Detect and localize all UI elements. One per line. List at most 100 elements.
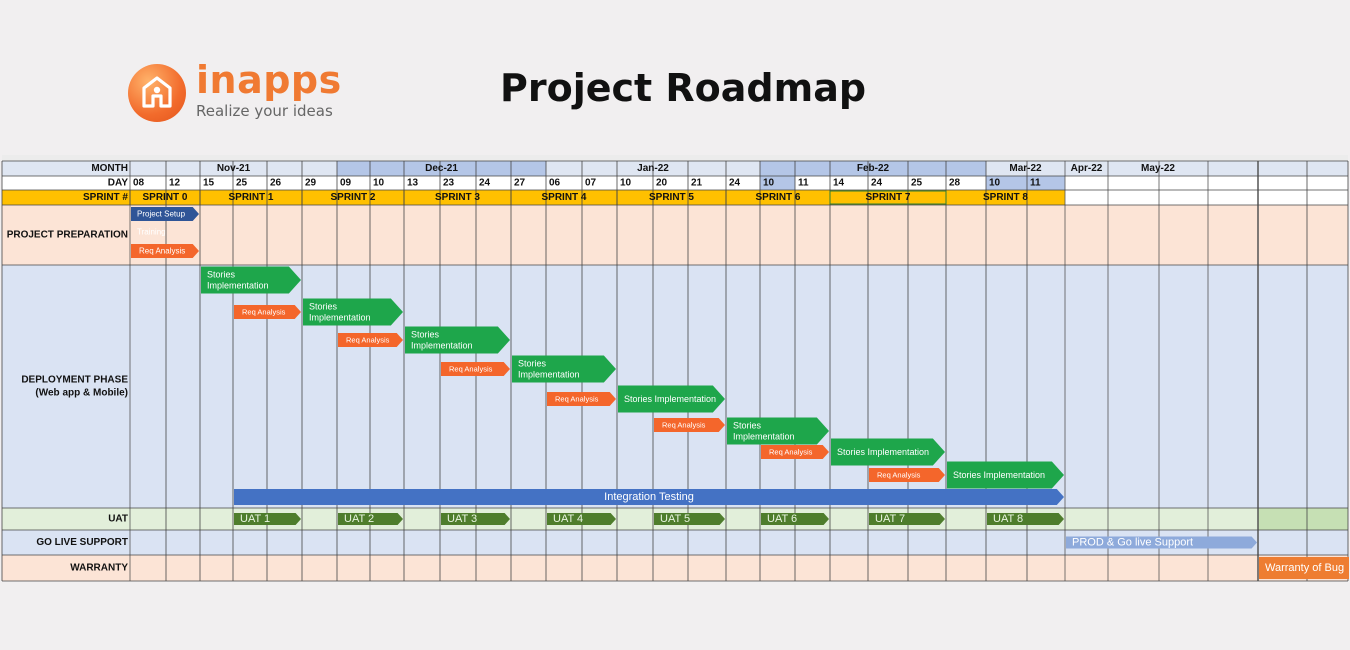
task-label-uat: UAT 5 (660, 513, 690, 525)
task-label-story: Stories (733, 421, 762, 431)
sprint-label: SPRINT 1 (228, 192, 273, 203)
uat-tail (1258, 508, 1348, 530)
task-label-req: Req Analysis (346, 336, 390, 345)
day-label: 10 (620, 178, 632, 189)
day-label: 23 (443, 178, 455, 189)
day-label: 27 (514, 178, 526, 189)
phase-label-warranty: WARRANTY (70, 563, 128, 574)
sprint-label: SPRINT 8 (983, 192, 1028, 203)
phase-label-golive: GO LIVE SUPPORT (36, 537, 128, 548)
task-label-story: Stories Implementation (624, 394, 716, 404)
task-label-uat: UAT 6 (767, 513, 797, 525)
day-label: 14 (833, 178, 845, 189)
task-story (618, 385, 725, 413)
task-req (869, 468, 945, 482)
task-label-integration: Integration Testing (604, 491, 694, 503)
day-label: 24 (871, 178, 883, 189)
phase-row-warranty (2, 555, 1348, 581)
month-highlight (337, 161, 546, 176)
task-req (131, 244, 199, 258)
task-label-uat: UAT 1 (240, 513, 270, 525)
sprint-label: SPRINT 4 (541, 192, 586, 203)
task-label-uat: UAT 7 (875, 513, 905, 525)
task-integration (234, 489, 1064, 505)
task-uat (987, 513, 1064, 525)
day-label: 10 (763, 178, 775, 189)
task-label-uat: UAT 4 (553, 513, 583, 525)
task-story (727, 417, 829, 445)
task-story (512, 355, 616, 383)
sprint-label: SPRINT 2 (330, 192, 375, 203)
sprint-label: SPRINT 0 (142, 192, 187, 203)
task-label-story: Stories (411, 330, 440, 340)
task-uat (869, 513, 945, 525)
phase-label-uat: UAT (108, 514, 128, 525)
task-req (654, 418, 725, 432)
task-golive (1066, 536, 1257, 549)
task-label-warranty: Warranty of Bug (1265, 562, 1344, 574)
month-label: Nov-21 (217, 163, 251, 174)
month-label: May-22 (1141, 163, 1175, 174)
task-label-story: Implementation (309, 313, 371, 323)
month-label: Mar-22 (1009, 163, 1042, 174)
task-req (761, 445, 829, 459)
task-story (405, 326, 510, 354)
task-uat (338, 513, 403, 525)
task-label-story: Implementation (733, 432, 795, 442)
phase-row-prep (2, 205, 1348, 265)
day-label: 11 (798, 178, 809, 189)
day-label: 11 (1030, 178, 1041, 189)
task-story (831, 438, 945, 466)
sprint-label: SPRINT 5 (649, 192, 694, 203)
day-label: 12 (169, 178, 181, 189)
task-label-story: Implementation (518, 370, 580, 380)
task-label-req: Req Analysis (662, 421, 706, 430)
task-req (234, 305, 301, 319)
task-req (441, 362, 510, 376)
top-stub-row (2, 155, 1348, 161)
sprint-label: SPRINT 6 (755, 192, 800, 203)
month-header-label: MONTH (91, 163, 128, 174)
logo-badge (128, 64, 186, 122)
task-label-story: Implementation (411, 341, 473, 351)
task-story (947, 461, 1064, 489)
day-label: 06 (549, 178, 561, 189)
day-label: 10 (373, 178, 385, 189)
task-uat (761, 513, 829, 525)
sprint-label: SPRINT 3 (435, 192, 480, 203)
day-label: 29 (305, 178, 317, 189)
task-label-story: Implementation (207, 281, 269, 291)
task-label-story: Stories (207, 270, 236, 280)
logo-tagline: Realize your ideas (196, 102, 333, 120)
task-story (201, 266, 301, 294)
day-label: 10 (989, 178, 1001, 189)
day-label: 13 (407, 178, 419, 189)
task-label-uat: UAT 8 (993, 513, 1023, 525)
sprint-7-outline (829, 190, 947, 205)
day-highlight (986, 176, 1065, 190)
month-label: Jan-22 (637, 163, 669, 174)
task-label-req: Req Analysis (449, 365, 493, 374)
sprint-header-label: SPRINT # (83, 192, 128, 203)
task-req (338, 333, 403, 347)
task-req (547, 392, 616, 406)
day-label: 09 (340, 178, 352, 189)
task-label-story: Stories Implementation (953, 470, 1045, 480)
phase-label-deploy: DEPLOYMENT PHASE (21, 375, 128, 386)
task-setup (131, 207, 199, 221)
month-highlight (760, 161, 986, 176)
day-highlight (760, 176, 795, 190)
task-uat (654, 513, 725, 525)
task-uat (547, 513, 616, 525)
task-label-story: Stories (518, 359, 547, 369)
logo-name: inapps (196, 58, 342, 102)
task-label-req: Req Analysis (769, 448, 813, 457)
house-icon (142, 76, 172, 108)
sprint-row (2, 190, 1065, 205)
month-label: Dec-21 (425, 163, 458, 174)
page-title: Project Roadmap (500, 66, 867, 110)
task-label-story: Stories Implementation (837, 447, 929, 457)
day-label: 08 (133, 178, 145, 189)
month-label: Feb-22 (857, 163, 890, 174)
